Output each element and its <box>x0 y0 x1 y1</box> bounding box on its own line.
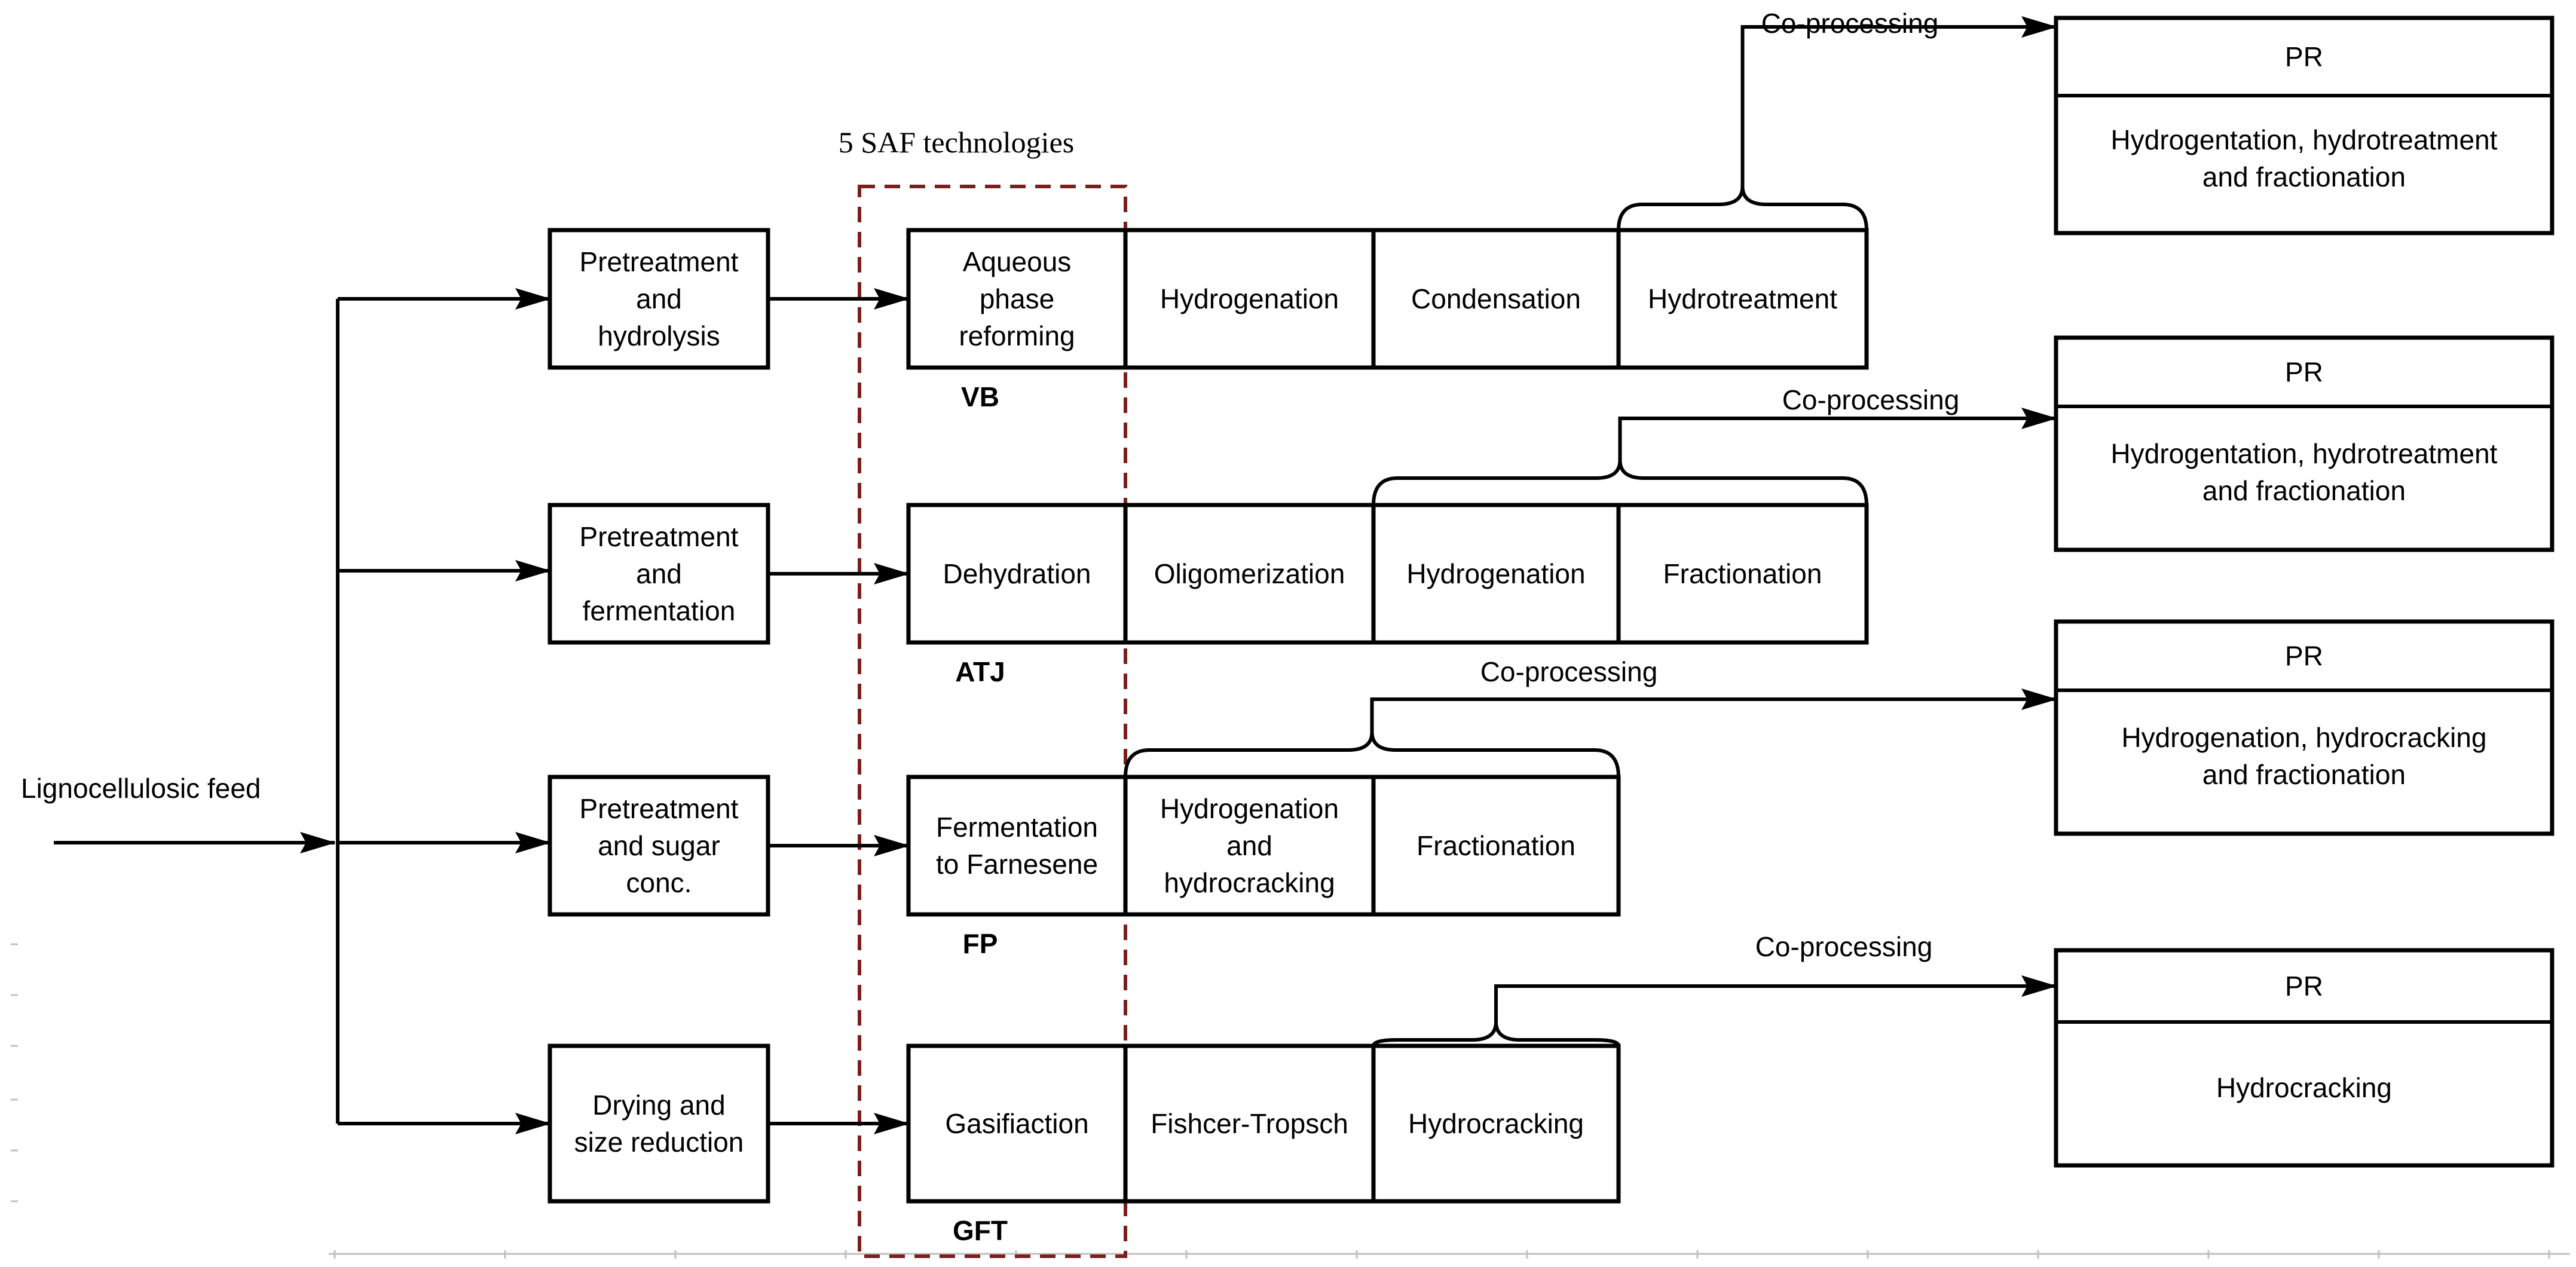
process-step-label: Oligomerization <box>1154 558 1345 589</box>
technology-code: ATJ <box>955 656 1005 687</box>
process-step-label: Hydrotreatment <box>1648 283 1837 314</box>
petroleum-refinery-box: PR Hydrogentation, hydrotreatment and frac… <box>2054 16 2554 235</box>
coprocessing-label: Co-processing <box>1755 931 1933 962</box>
process-step-box: Hydrogenation and hydrocracking <box>1123 775 1376 917</box>
process-step-box: Hydrogenation <box>1123 228 1376 370</box>
pr-body-label: Hydrogenation, hydrocracking <box>2121 722 2486 753</box>
process-step-box: Fishcer-Tropsch <box>1123 1043 1376 1204</box>
process-row-atj: Pretreatment and fermentation DehydrationAT… <box>547 335 2554 687</box>
step-group-brace <box>1124 730 1620 778</box>
pretreatment-label: size reduction <box>574 1127 744 1158</box>
pr-body-label: and fractionation <box>2202 759 2406 790</box>
pretreatment-label: Pretreatment <box>580 246 739 277</box>
pretreatment-label: hydrolysis <box>598 320 720 351</box>
pretreatment-label: Pretreatment <box>580 793 739 824</box>
technology-box: Fermentation to Farnesene <box>906 775 1128 917</box>
pretreatment-box: Pretreatment and hydrolysis <box>547 228 770 370</box>
pretreatment-box: Pretreatment and fermentation <box>547 503 770 645</box>
pr-title: PR <box>2285 971 2323 1002</box>
process-step-label: Fractionation <box>1417 830 1575 861</box>
pr-title: PR <box>2285 641 2323 672</box>
pr-body-label: and fractionation <box>2202 475 2406 506</box>
process-step-box: Fractionation <box>1371 775 1621 917</box>
bottom-axis <box>11 943 2570 1259</box>
process-step-box: Hydrogenation <box>1371 503 1621 645</box>
process-step-label: Hydrogenation <box>1160 793 1339 824</box>
step-group-brace <box>1372 1020 1620 1046</box>
process-step-box: Oligomerization <box>1123 503 1376 645</box>
process-row-fp: Pretreatment and sugar conc. Fermentation to… <box>547 619 2554 959</box>
technology-code: FP <box>963 928 998 959</box>
technology-label: Aqueous <box>963 246 1072 277</box>
process-step-box: Fractionation <box>1616 503 1869 645</box>
pr-body-label: and fractionation <box>2202 161 2406 192</box>
process-step-label: Fishcer-Tropsch <box>1151 1108 1348 1139</box>
step-group-brace <box>1617 185 1868 231</box>
pr-title: PR <box>2285 41 2323 72</box>
coprocessing-label: Co-processing <box>1782 384 1960 415</box>
pretreatment-label: Pretreatment <box>580 521 739 552</box>
technology-box: Dehydration <box>906 503 1128 645</box>
pr-body-label: Hydrogentation, hydrotreatment <box>2111 124 2498 155</box>
pretreatment-box: Drying and size reduction <box>547 1043 770 1204</box>
technology-code: GFT <box>953 1215 1008 1246</box>
coprocessing-label: Co-processing <box>1480 656 1658 687</box>
saf-label: 5 SAF technologies <box>839 126 1074 159</box>
feed-branches <box>336 288 551 1134</box>
petroleum-refinery-box: PR Hydrogentation, hydrotreatment and frac… <box>2054 335 2554 552</box>
technology-label: Dehydration <box>943 558 1091 589</box>
feed-label: Lignocellulosic feed <box>21 773 261 804</box>
pretreatment-label: and <box>636 558 682 589</box>
pr-body-label: Hydrogentation, hydrotreatment <box>2111 438 2498 469</box>
process-step-box: Hydrocracking <box>1371 1043 1621 1204</box>
pretreatment-label: Drying and <box>592 1090 725 1121</box>
process-step-label: Hydrocracking <box>1408 1108 1584 1139</box>
step-group-brace <box>1372 458 1868 506</box>
feed-input: Lignocellulosic feed <box>21 773 336 853</box>
process-step-label: hydrocracking <box>1164 867 1335 898</box>
pr-body-label: Hydrocracking <box>2216 1072 2392 1103</box>
process-step-label: and <box>1226 830 1272 861</box>
pretreatment-label: conc. <box>626 867 692 898</box>
process-step-box: Hydrotreatment <box>1616 228 1869 370</box>
pretreatment-label: and <box>636 283 682 314</box>
process-row-vb: Pretreatment and hydrolysis Aqueous phase ref… <box>547 8 2554 412</box>
technology-label: phase <box>980 283 1054 314</box>
petroleum-refinery-box: PR Hydrogenation, hydrocracking and fracti… <box>2054 619 2554 836</box>
petroleum-refinery-box: PR Hydrocracking <box>2054 948 2554 1168</box>
technology-code: VB <box>961 381 999 412</box>
technology-label: Gasifiaction <box>945 1108 1088 1139</box>
pretreatment-label: and sugar <box>598 830 720 861</box>
coprocessing-arrow <box>1740 16 2057 186</box>
technology-label: reforming <box>959 320 1075 351</box>
process-step-box: Condensation <box>1371 228 1621 370</box>
technology-label: Fermentation <box>936 812 1098 843</box>
saf-technologies-region: 5 SAF technologies <box>839 126 1127 1258</box>
technology-box: Aqueous phase reforming <box>906 228 1128 370</box>
pretreatment-box: Pretreatment and sugar conc. <box>547 775 770 917</box>
coprocessing-arrow <box>1370 688 2057 732</box>
coprocessing-arrow <box>1618 408 2057 460</box>
process-step-label: Fractionation <box>1663 558 1822 589</box>
pretreatment-label: fermentation <box>583 595 736 626</box>
coprocessing-label: Co-processing <box>1761 8 1939 39</box>
process-step-label: Hydrogenation <box>1406 558 1585 589</box>
coprocessing-arrow <box>1494 975 2057 1022</box>
technology-label: to Farnesene <box>936 849 1098 880</box>
process-step-label: Hydrogenation <box>1160 283 1339 314</box>
pr-title: PR <box>2285 357 2323 388</box>
technology-box: Gasifiaction <box>906 1043 1128 1204</box>
process-step-label: Condensation <box>1411 283 1581 314</box>
